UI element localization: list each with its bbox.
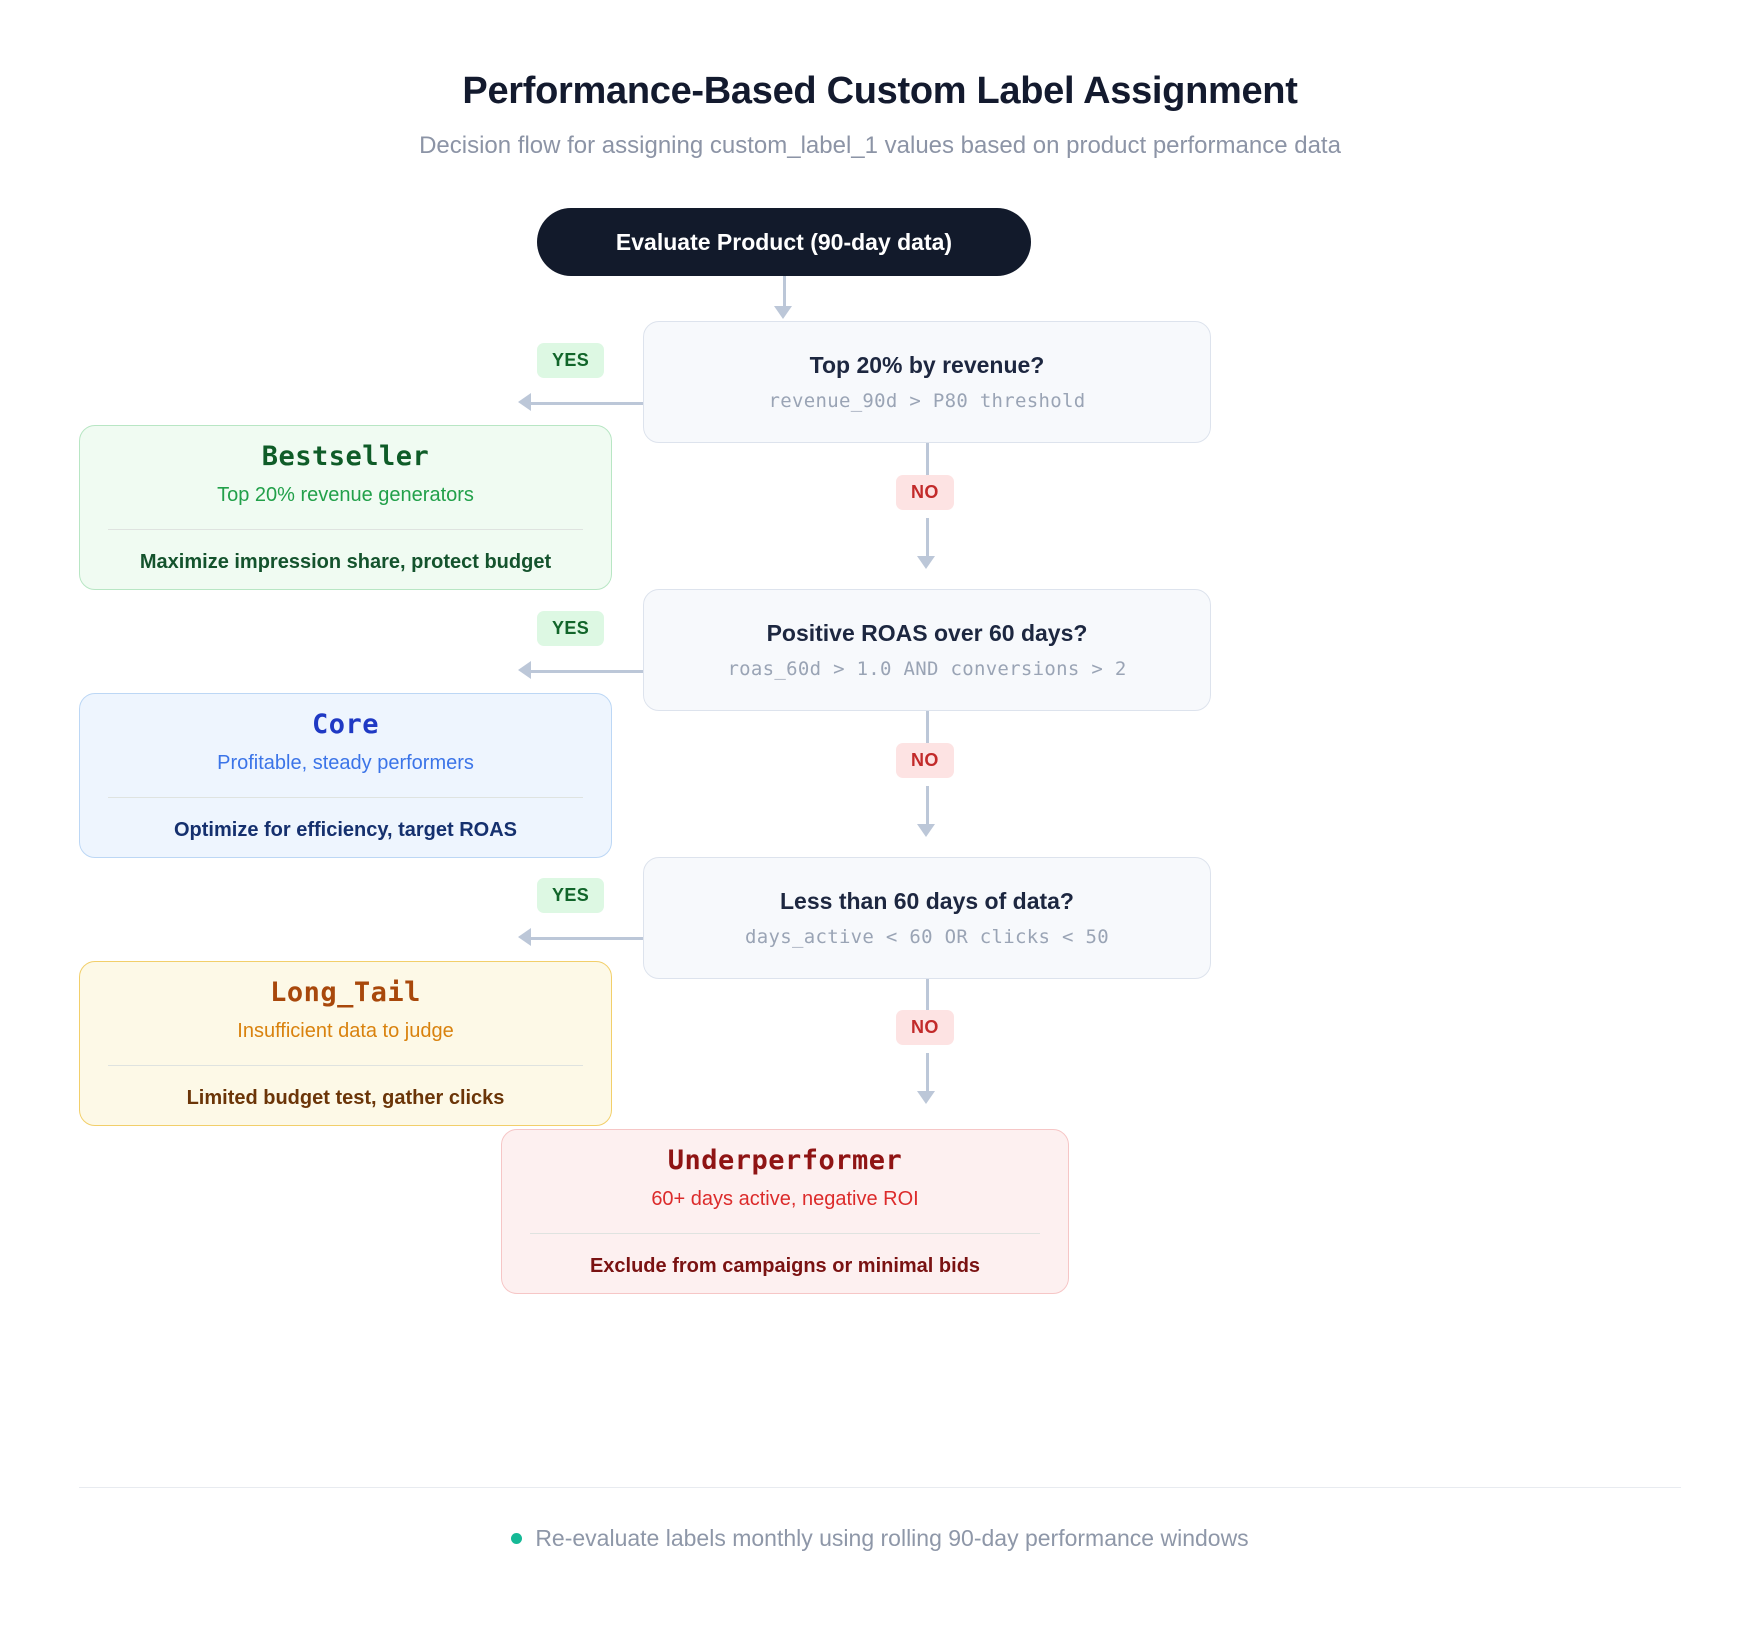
branch-label-no-1: NO [896, 475, 954, 510]
page-title: Performance-Based Custom Label Assignmen… [462, 70, 1298, 112]
outcome-card-bestseller[interactable]: Bestseller Top 20% revenue generators Ma… [79, 425, 612, 590]
footer-divider [79, 1487, 1681, 1488]
branch-label-yes-1: YES [537, 343, 605, 378]
branch-label-yes-3: YES [537, 878, 605, 913]
arrow-down-icon [917, 1091, 935, 1104]
branch-label-no-2: NO [896, 743, 954, 778]
outcome-description: Top 20% revenue generators [217, 484, 474, 506]
outcome-label: Bestseller [261, 441, 430, 472]
page-subtitle: Decision flow for assigning custom_label… [419, 132, 1341, 159]
bullet-dot-icon [511, 1533, 523, 1544]
branch-label-yes-2: YES [537, 611, 605, 646]
connector-decision-1-no-lower [926, 518, 929, 558]
outcome-action: Maximize impression share, protect budge… [139, 551, 552, 573]
outcome-label: Underperformer [667, 1145, 903, 1176]
connector-decision-1-yes [531, 402, 643, 405]
decision-condition: days_active < 60 OR clicks < 50 [745, 926, 1109, 948]
start-node-label: Evaluate Product (90-day data) [615, 228, 953, 255]
decision-node-top-revenue[interactable]: Top 20% by revenue? revenue_90d > P80 th… [643, 321, 1211, 443]
connector-decision-3-no-lower [926, 1053, 929, 1093]
branch-label-no-3: NO [896, 1010, 954, 1045]
connector-decision-3-yes [531, 937, 643, 940]
decision-condition: roas_60d > 1.0 AND conversions > 2 [727, 658, 1127, 680]
decision-node-positive-roas[interactable]: Positive ROAS over 60 days? roas_60d > 1… [643, 589, 1211, 711]
outcome-description: Insufficient data to judge [237, 1020, 454, 1042]
decision-question: Less than 60 days of data? [780, 888, 1074, 914]
decision-node-less-than-60-days[interactable]: Less than 60 days of data? days_active <… [643, 857, 1211, 979]
arrow-left-icon [518, 393, 531, 411]
arrow-down-icon [917, 824, 935, 837]
connector-decision-2-yes [531, 670, 643, 673]
decision-condition: revenue_90d > P80 threshold [768, 390, 1086, 412]
start-node[interactable]: Evaluate Product (90-day data) [537, 208, 1031, 276]
outcome-description: 60+ days active, negative ROI [651, 1188, 919, 1210]
arrow-left-icon [518, 928, 531, 946]
decision-question: Positive ROAS over 60 days? [766, 620, 1088, 646]
connector-start-to-decision-1 [783, 276, 786, 308]
outcome-description: Profitable, steady performers [217, 752, 474, 774]
outcome-divider [108, 529, 583, 530]
decision-question: Top 20% by revenue? [809, 352, 1045, 378]
header: Performance-Based Custom Label Assignmen… [0, 70, 1760, 160]
outcome-divider [530, 1233, 1040, 1234]
outcome-divider [108, 1065, 583, 1066]
arrow-down-icon [774, 306, 792, 319]
outcome-card-long-tail[interactable]: Long_Tail Insufficient data to judge Lim… [79, 961, 612, 1126]
connector-decision-2-no-upper [926, 711, 929, 743]
outcome-divider [108, 797, 583, 798]
outcome-action: Limited budget test, gather clicks [186, 1087, 505, 1109]
outcome-card-underperformer[interactable]: Underperformer 60+ days active, negative… [501, 1129, 1069, 1294]
outcome-label: Long_Tail [270, 977, 421, 1008]
connector-decision-1-no-upper [926, 443, 929, 475]
footer-note: Re-evaluate labels monthly using rolling… [535, 1525, 1249, 1551]
footer: Re-evaluate labels monthly using rolling… [0, 1525, 1760, 1552]
arrow-down-icon [917, 556, 935, 569]
outcome-card-core[interactable]: Core Profitable, steady performers Optim… [79, 693, 612, 858]
arrow-left-icon [518, 661, 531, 679]
connector-decision-2-no-lower [926, 786, 929, 826]
outcome-action: Exclude from campaigns or minimal bids [589, 1255, 981, 1277]
outcome-action: Optimize for efficiency, target ROAS [173, 819, 518, 841]
connector-decision-3-no-upper [926, 979, 929, 1011]
outcome-label: Core [311, 709, 380, 740]
